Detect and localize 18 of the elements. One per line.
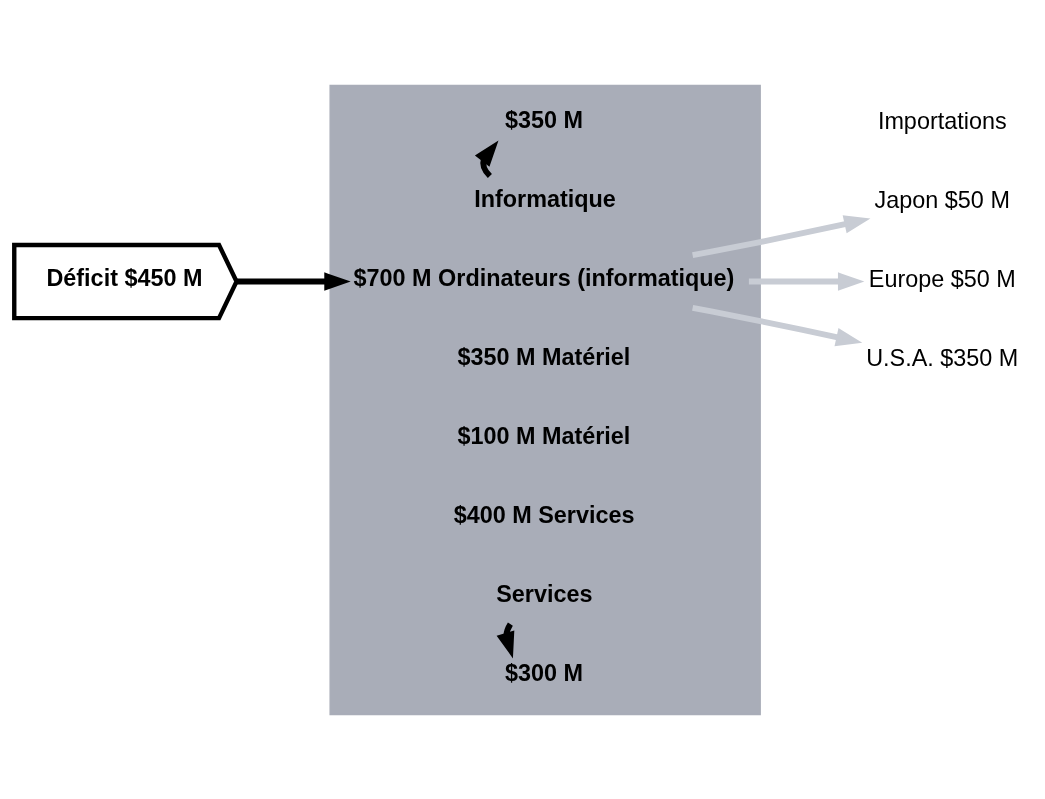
node-text: U.S.A. $350 M [866,344,1019,371]
node-text: $400 M Services [453,501,635,528]
node-text: $350 M [504,106,583,133]
node-text: Japon $50 M [874,186,1010,213]
arrow [236,271,351,291]
node-text: $700 M Ordinateurs (informatique) [353,264,735,291]
cluster [329,84,761,715]
arrow [692,304,863,346]
node-text: $100 M Matériel [457,422,631,449]
node-text: Europe $50 M [868,265,1016,292]
node-text: $350 M Matériel [457,343,631,370]
node-text: Informatique [474,185,616,212]
label: Importations [877,107,1007,134]
arrow [474,139,499,178]
node-text: $300 M [504,659,583,686]
arrow [748,271,865,291]
arrow [692,214,871,258]
node-text: Services [496,580,593,607]
